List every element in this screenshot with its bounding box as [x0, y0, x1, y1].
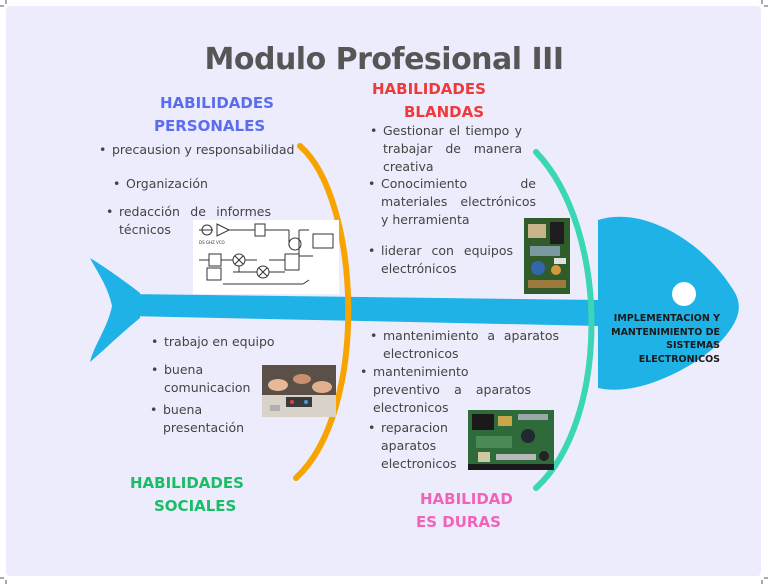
- heading-personales: HABILIDADES PERSONALES: [154, 92, 274, 138]
- heading-blandas-line1: HABILIDADES: [372, 80, 486, 98]
- fish-tail: [90, 258, 140, 362]
- fish-head-label-line: SISTEMAS: [666, 340, 720, 351]
- fish-head-label: IMPLEMENTACION Y MANTENIMIENTO DE SISTEM…: [598, 312, 720, 366]
- fish-spine: [126, 294, 600, 326]
- heading-duras-line1: HABILIDAD: [420, 490, 513, 508]
- personales-item: Organización: [113, 175, 246, 193]
- blandas-item: liderar con equipos electrónicos: [368, 242, 513, 278]
- fish-eye: [672, 282, 696, 306]
- heading-personales-line1: HABILIDADES: [160, 94, 274, 112]
- heading-duras-line2: ES DURAS: [416, 513, 501, 531]
- duras-item: mantenimiento preventivo a aparatos elec…: [360, 363, 531, 417]
- sociales-item: trabajo en equipo: [151, 333, 304, 351]
- heading-blandas: HABILIDADES BLANDAS: [372, 78, 486, 124]
- circuit-board-photo: [468, 410, 554, 470]
- fish-head-label-line: MANTENIMIENTO DE: [611, 326, 720, 338]
- svg-text:DS GHZ VCO: DS GHZ VCO: [199, 240, 225, 245]
- sociales-item: buena comunicacion: [151, 361, 260, 397]
- fish-head-label-line: IMPLEMENTACION Y: [613, 313, 720, 324]
- duras-item: reparacion aparatos electronicos: [368, 419, 465, 473]
- team-hands-photo: [262, 365, 336, 417]
- duras-item: mantenimiento a aparatos electronicos: [370, 327, 559, 363]
- heading-blandas-line2: BLANDAS: [404, 103, 485, 121]
- heading-sociales: HABILIDADES SOCIALES: [130, 472, 244, 518]
- blandas-item: Conocimiento de materiales electrónicos …: [368, 175, 536, 229]
- fish-head: [598, 216, 739, 390]
- sociales-item: buena presentación: [150, 401, 259, 437]
- heading-personales-line2: PERSONALES: [154, 117, 266, 135]
- page-title: Modulo Profesional III: [204, 42, 565, 77]
- electronic-components-photo: [524, 218, 570, 294]
- heading-sociales-line1: HABILIDADES: [130, 474, 244, 492]
- orange-rib: [293, 143, 352, 481]
- personales-item: precausion y responsabilidad: [99, 141, 312, 159]
- heading-sociales-line2: SOCIALES: [154, 497, 237, 515]
- personales-item: redacción de informes técnicos: [106, 203, 271, 239]
- fish-head-label-line: ELECTRONICOS: [638, 353, 720, 365]
- teal-rib: [533, 149, 595, 491]
- circuit-diagram-image: DS GHZ VCO: [193, 220, 339, 294]
- blandas-item: Gestionar el tiempo y trabajar de manera…: [370, 122, 522, 176]
- heading-duras: HABILIDAD ES DURAS: [416, 488, 513, 534]
